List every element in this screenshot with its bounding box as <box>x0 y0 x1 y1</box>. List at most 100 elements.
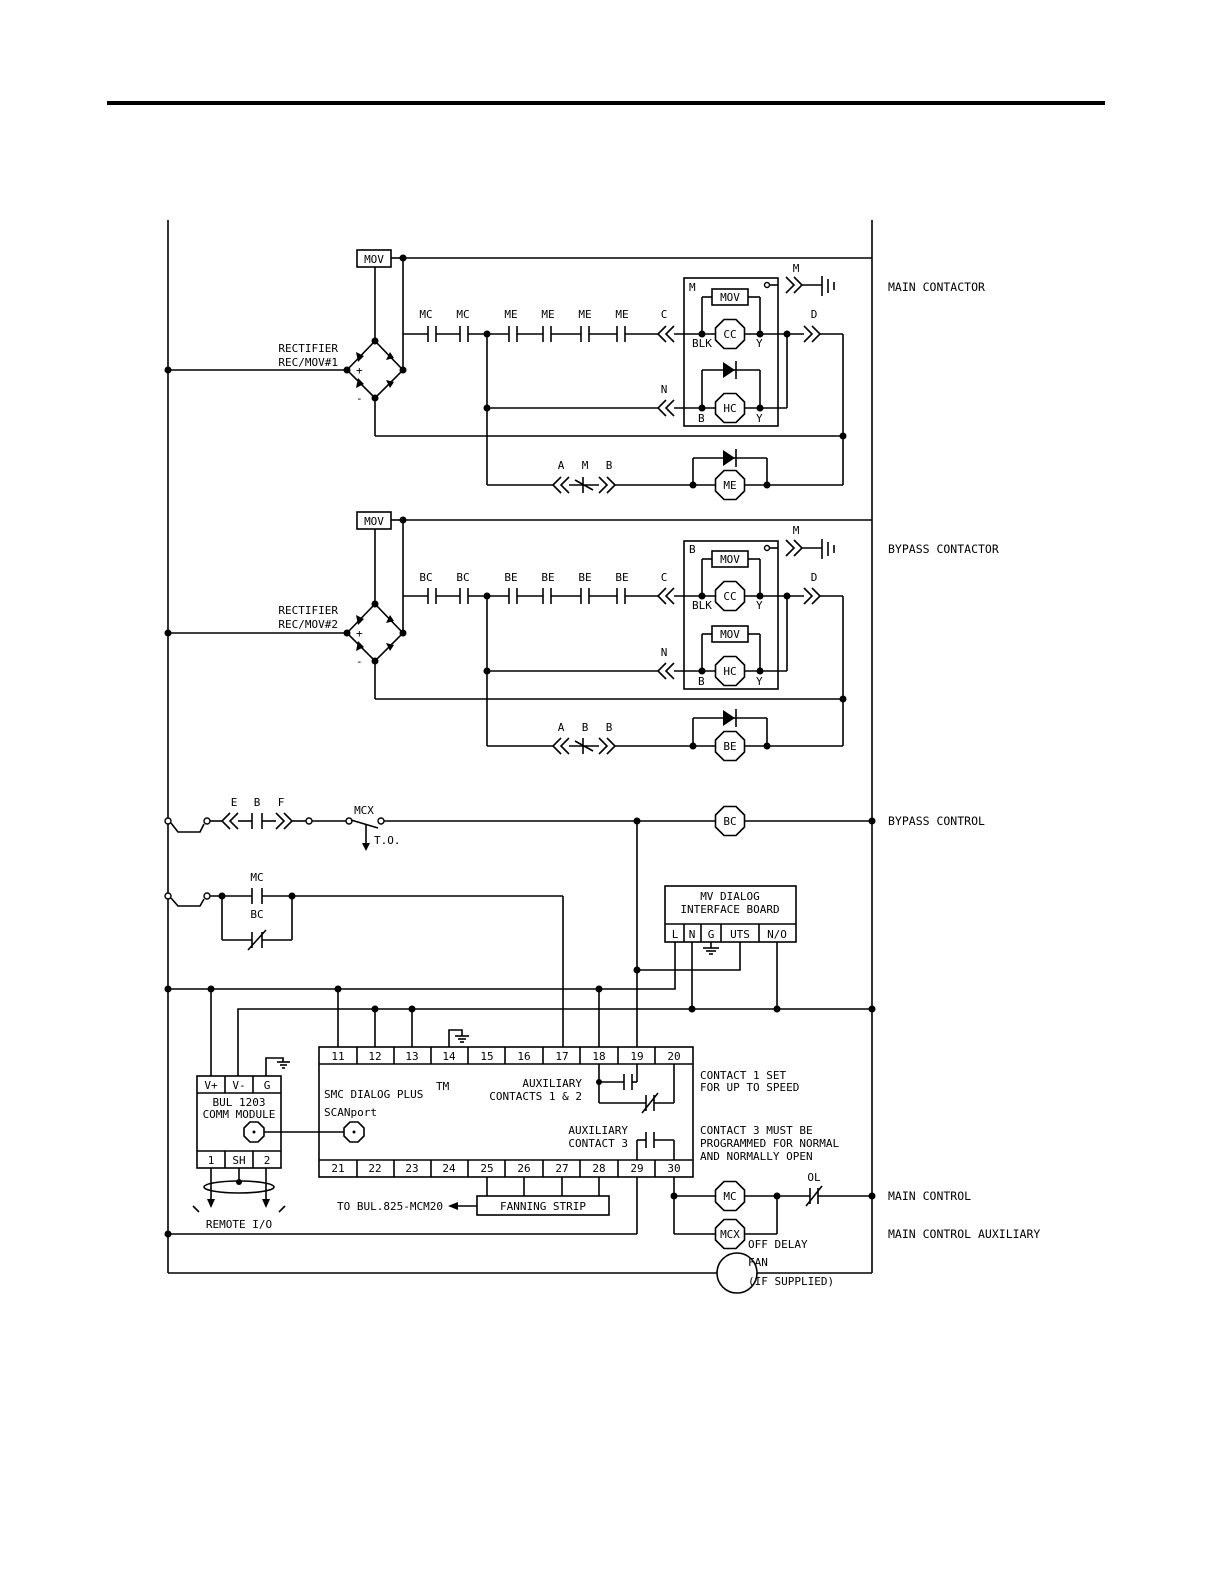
plug-d-label: D <box>811 308 818 321</box>
svg-text:CC: CC <box>723 590 736 603</box>
rectifier-id: REC/MOV#1 <box>278 356 338 369</box>
svg-text:Y: Y <box>756 675 763 688</box>
svg-text:FANNING STRIP: FANNING STRIP <box>500 1200 586 1213</box>
svg-text:22: 22 <box>368 1162 381 1175</box>
svg-text:17: 17 <box>555 1050 568 1063</box>
svg-text:MC: MC <box>250 871 263 884</box>
contact-mc-2: MC <box>456 308 470 342</box>
svg-text:V+: V+ <box>204 1079 218 1092</box>
contact-me-3: ME <box>578 308 592 342</box>
svg-text:Y: Y <box>756 337 763 350</box>
contact-me-1: ME <box>504 308 518 342</box>
svg-text:B: B <box>698 412 705 425</box>
fanning-strip: FANNING STRIP TO BUL.825-MCM20 <box>337 1177 610 1216</box>
svg-text:ME: ME <box>723 479 736 492</box>
svg-text:COMM MODULE: COMM MODULE <box>203 1108 276 1121</box>
contact-me-4: ME <box>615 308 629 342</box>
plug-d-label: D <box>811 571 818 584</box>
svg-text:SH: SH <box>232 1154 245 1167</box>
svg-text:A: A <box>558 721 565 734</box>
svg-text:-: - <box>356 655 363 668</box>
svg-text:24: 24 <box>442 1162 456 1175</box>
fan-circuit: FAN (IF SUPPLIED) <box>168 1252 872 1294</box>
plug-c-label: C <box>661 308 668 321</box>
svg-text:19: 19 <box>630 1050 643 1063</box>
svg-text:12: 12 <box>368 1050 381 1063</box>
svg-text:27: 27 <box>555 1162 568 1175</box>
smc-dialog-plus: 11 12 13 14 15 16 17 18 19 20 21 22 23 2… <box>318 1046 694 1178</box>
svg-text:26: 26 <box>517 1162 530 1175</box>
svg-text:V-: V- <box>232 1079 245 1092</box>
contact-be-2: BE <box>541 571 555 604</box>
svg-text:16: 16 <box>517 1050 530 1063</box>
rectifier-bridge: + - <box>343 600 407 668</box>
svg-text:AND NORMALLY OPEN: AND NORMALLY OPEN <box>700 1150 813 1163</box>
svg-text:PROGRAMMED FOR NORMAL: PROGRAMMED FOR NORMAL <box>700 1137 839 1150</box>
svg-text:UTS: UTS <box>730 928 750 941</box>
svg-text:FAN: FAN <box>748 1256 768 1269</box>
rung-label-bypass-control: BYPASS CONTROL <box>888 814 985 828</box>
bypass-control-circuit: E B F T.O. MCX BC <box>164 796 876 851</box>
mc-bc-control-circuit: MC BC <box>164 871 564 1047</box>
svg-text:29: 29 <box>630 1162 643 1175</box>
svg-text:BC: BC <box>456 571 469 584</box>
svg-text:28: 28 <box>592 1162 605 1175</box>
contact-be-1: BE <box>504 571 518 604</box>
svg-text:HC: HC <box>723 665 736 678</box>
svg-text:ME: ME <box>504 308 517 321</box>
contactor-box <box>683 540 779 690</box>
svg-text:B: B <box>689 543 696 556</box>
notes: CONTACT 1 SET FOR UP TO SPEED CONTACT 3 … <box>700 1069 839 1163</box>
svg-text:CONTACT 3: CONTACT 3 <box>568 1137 628 1150</box>
svg-text:BE: BE <box>578 571 591 584</box>
svg-text:B: B <box>582 721 589 734</box>
svg-text:MOV: MOV <box>720 553 740 566</box>
svg-text:AUXILIARY: AUXILIARY <box>568 1124 628 1137</box>
svg-text:F: F <box>278 796 285 809</box>
svg-text:13: 13 <box>405 1050 418 1063</box>
main-contactor-circuit: MOV + - RECTIFIER REC/MOV#1 <box>164 249 872 501</box>
svg-text:A: A <box>558 459 565 472</box>
svg-text:BUL 1203: BUL 1203 <box>213 1096 266 1109</box>
rung-label-bypass-contactor: BYPASS CONTACTOR <box>888 542 999 556</box>
svg-text:M: M <box>689 281 696 294</box>
svg-text:OL: OL <box>807 1171 821 1184</box>
rung-label-main-contactor: MAIN CONTACTOR <box>888 280 985 294</box>
svg-text:B: B <box>606 721 613 734</box>
svg-text:BLK: BLK <box>692 599 712 612</box>
svg-text:N/O: N/O <box>767 928 787 941</box>
svg-text:B: B <box>698 675 705 688</box>
svg-text:OFF DELAY: OFF DELAY <box>748 1238 808 1251</box>
svg-text:14: 14 <box>442 1050 456 1063</box>
svg-text:CONTACT 3 MUST BE: CONTACT 3 MUST BE <box>700 1124 813 1137</box>
rectifier-label: RECTIFIER <box>278 342 338 355</box>
svg-text:AUXILIARY: AUXILIARY <box>522 1077 582 1090</box>
plug-m-label: M <box>793 524 800 537</box>
contact-be-3: BE <box>578 571 592 604</box>
svg-text:M: M <box>582 459 589 472</box>
header-rule <box>107 101 1105 105</box>
svg-text:L: L <box>672 928 679 941</box>
rectifier-label: RECTIFIER <box>278 604 338 617</box>
svg-text:-: - <box>356 392 363 405</box>
svg-text:CC: CC <box>723 328 736 341</box>
svg-text:MC: MC <box>723 1190 736 1203</box>
svg-text:MC: MC <box>456 308 469 321</box>
svg-text:MOV: MOV <box>720 628 740 641</box>
contact-bc-2: BC <box>456 571 470 604</box>
svg-text:BE: BE <box>504 571 517 584</box>
contact-bc-1: BC <box>419 571 437 604</box>
fan-motor <box>716 1252 758 1294</box>
svg-text:B: B <box>606 459 613 472</box>
svg-text:CONTACT 1 SET: CONTACT 1 SET <box>700 1069 786 1082</box>
svg-text:BE: BE <box>723 740 736 753</box>
svg-text:BC: BC <box>250 908 263 921</box>
svg-text:BC: BC <box>419 571 432 584</box>
svg-text:Y: Y <box>756 412 763 425</box>
smc-name: SMC DIALOG PLUS <box>324 1088 423 1101</box>
control-wiring <box>164 821 876 1076</box>
svg-text:+: + <box>356 364 363 377</box>
plug-n-label: N <box>661 383 668 396</box>
svg-text:18: 18 <box>592 1050 605 1063</box>
svg-text:MCX: MCX <box>720 1228 740 1241</box>
